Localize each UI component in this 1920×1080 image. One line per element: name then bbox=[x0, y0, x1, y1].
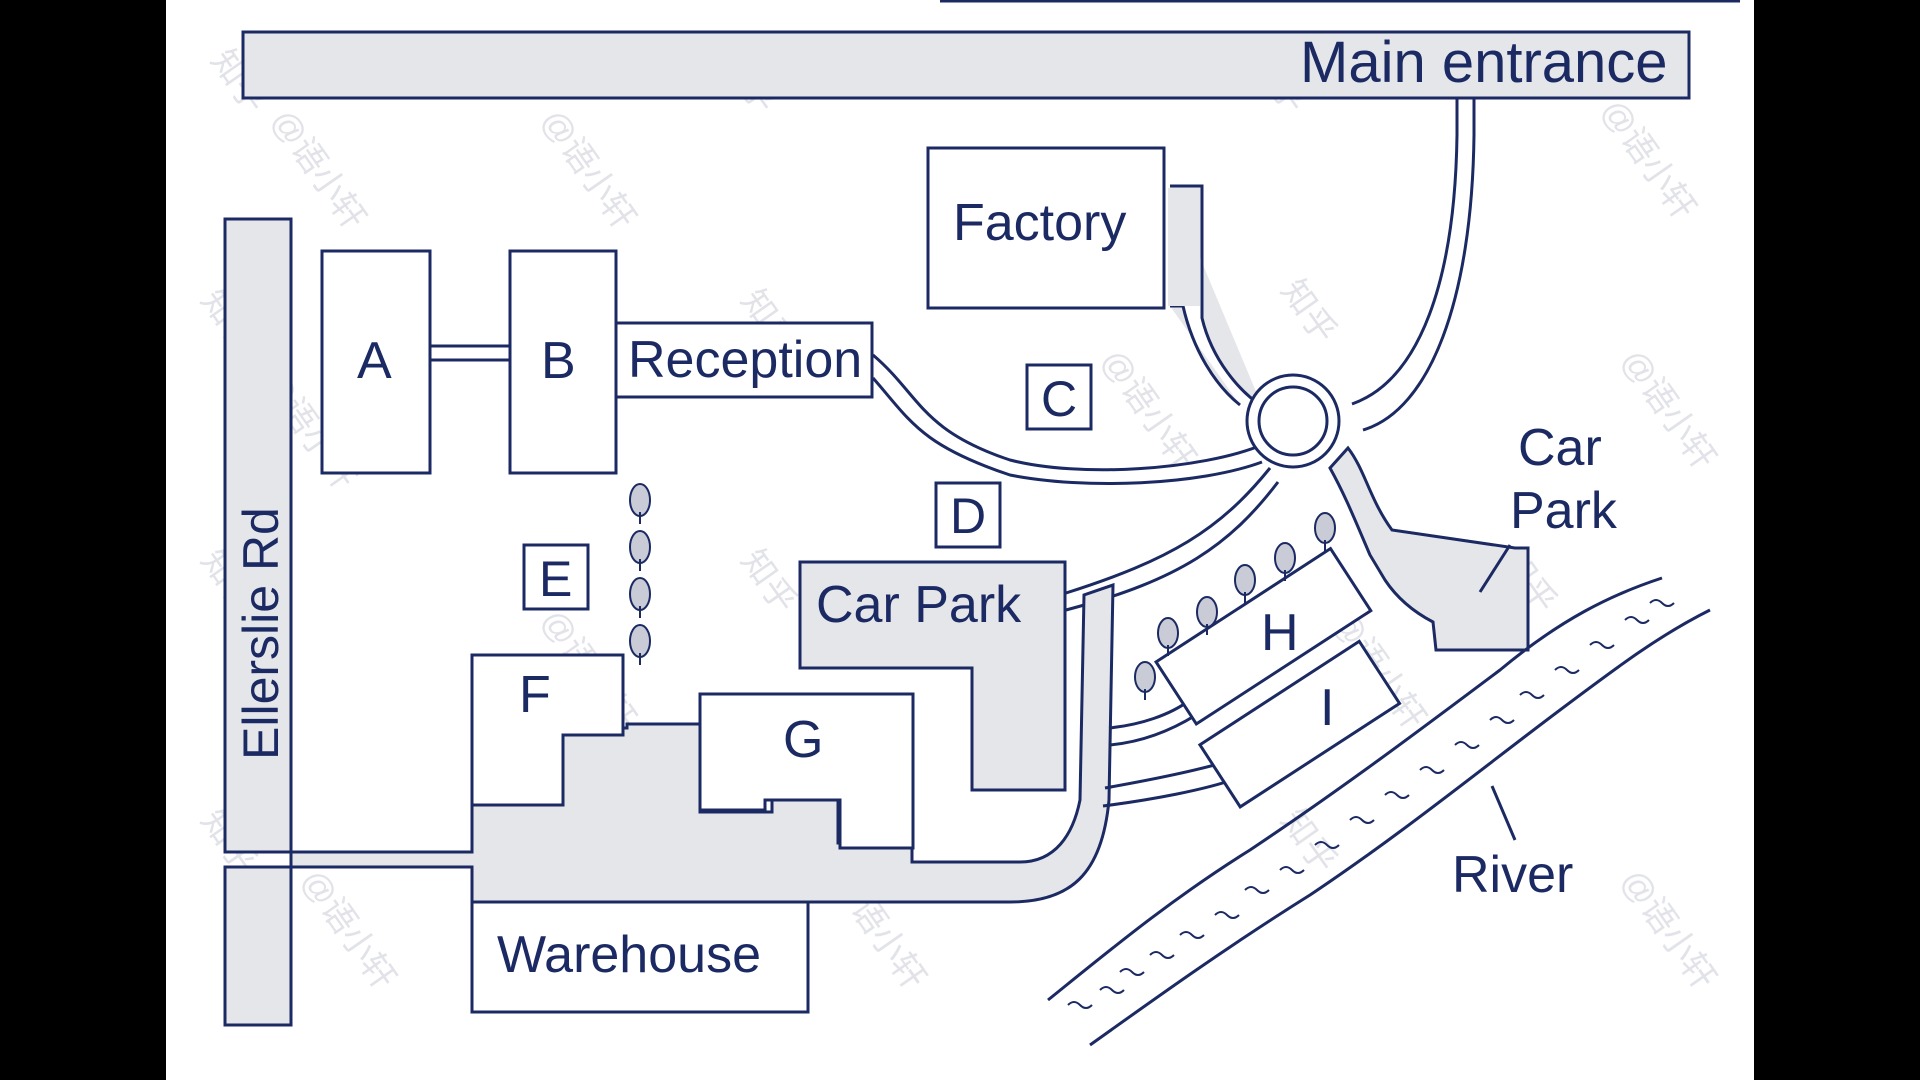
tree-icon bbox=[1157, 617, 1179, 656]
building-h bbox=[1153, 546, 1373, 727]
ellerslie-road-upper bbox=[223, 217, 293, 854]
factory-side-lane bbox=[1168, 188, 1200, 306]
main-car-park-label: Car Park bbox=[816, 576, 1022, 634]
marker-c bbox=[1025, 363, 1093, 431]
roundabout-inner bbox=[1257, 385, 1329, 457]
river-waves bbox=[1067, 599, 1675, 1009]
tree-row-east bbox=[1134, 512, 1336, 700]
marker-e bbox=[522, 543, 590, 611]
tree-icon bbox=[1314, 512, 1336, 551]
river: River bbox=[1047, 576, 1711, 1047]
car-park-east-label-line2: Park bbox=[1510, 482, 1618, 540]
marker-e-label: E bbox=[539, 551, 572, 607]
marker-c-label: C bbox=[1041, 371, 1077, 427]
building-g bbox=[698, 692, 915, 850]
river-bank-north bbox=[1047, 576, 1663, 1002]
building-f-label: F bbox=[519, 666, 551, 724]
tree-row-west bbox=[629, 483, 651, 665]
river-pointer bbox=[1490, 785, 1517, 841]
tree-icon bbox=[1196, 596, 1218, 635]
reception bbox=[614, 321, 874, 399]
building-a bbox=[320, 249, 432, 475]
factory bbox=[926, 146, 1166, 310]
building-h-label: H bbox=[1261, 604, 1299, 662]
marker-d bbox=[934, 481, 1002, 549]
tree-icon bbox=[1274, 542, 1296, 581]
warehouse bbox=[470, 900, 810, 1014]
car-park-pointer bbox=[1478, 544, 1512, 593]
marker-d-label: D bbox=[950, 488, 986, 544]
main-entrance-label: Main entrance bbox=[1300, 30, 1668, 95]
tree-icon bbox=[629, 577, 651, 618]
main-road bbox=[241, 30, 1691, 100]
road-name-label: Ellerslie Rd bbox=[233, 507, 289, 760]
building-f bbox=[470, 653, 625, 807]
entrance-road bbox=[1351, 98, 1476, 432]
river-bank-south bbox=[1089, 608, 1711, 1047]
building-i-label: I bbox=[1320, 679, 1334, 737]
building-a-label: A bbox=[357, 332, 392, 390]
tree-icon bbox=[1234, 564, 1256, 603]
river-label: River bbox=[1452, 846, 1573, 904]
warehouse-label: Warehouse bbox=[497, 926, 761, 984]
building-b-label: B bbox=[541, 332, 576, 390]
tree-icon bbox=[629, 624, 651, 665]
car-park-east-label-line1: Car bbox=[1518, 419, 1602, 477]
tree-icon bbox=[629, 530, 651, 571]
building-g-label: G bbox=[783, 711, 823, 769]
tree-icon bbox=[629, 483, 651, 524]
south-road bbox=[289, 582, 1115, 904]
reception-road bbox=[871, 353, 1263, 485]
right-car-park bbox=[1328, 445, 1530, 652]
reception-label: Reception bbox=[628, 331, 862, 389]
tree-icon bbox=[1134, 661, 1156, 700]
main-car-park bbox=[798, 560, 1067, 792]
factory-label: Factory bbox=[953, 194, 1126, 252]
building-i bbox=[1197, 639, 1402, 809]
walkway-a-b bbox=[430, 344, 510, 362]
building-b bbox=[508, 249, 618, 475]
ellerslie-road: Ellerslie Rd bbox=[223, 217, 293, 1027]
ellerslie-road-lower bbox=[223, 865, 293, 1027]
